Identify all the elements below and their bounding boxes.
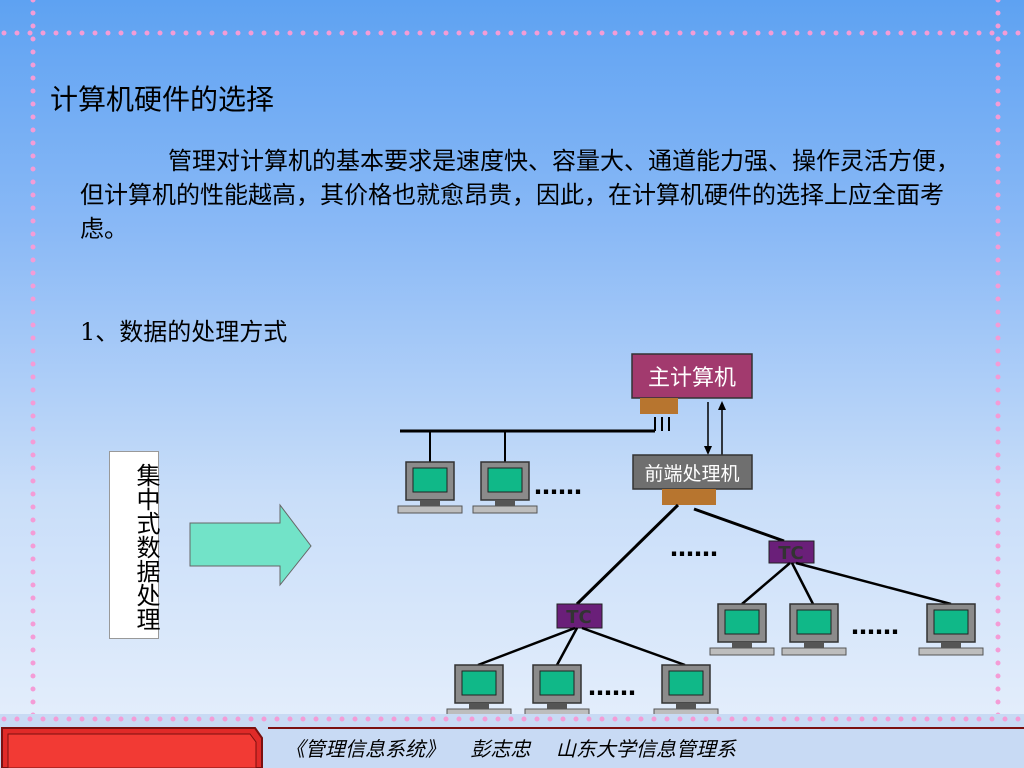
terminal-computer-icon — [446, 664, 512, 717]
footer-band — [0, 714, 1024, 768]
tc-label: TC — [566, 607, 592, 628]
frontend-label: 前端处理机 — [644, 463, 739, 485]
terminal-computer-icon — [781, 603, 847, 656]
ellipsis: …… — [534, 472, 582, 500]
terminal-computer-icon — [397, 461, 463, 514]
frontend-processor-node: 前端处理机 — [632, 454, 753, 505]
vertical-label-box: 集中式数据处理 — [109, 451, 160, 639]
tc-label: TC — [778, 543, 804, 564]
host-label: 主计算机 — [648, 366, 736, 391]
page-title: 计算机硬件的选择 — [50, 83, 275, 116]
right-arrow-icon — [189, 503, 312, 587]
tc-node-lower: TC — [556, 603, 603, 629]
host-computer-node: 主计算机 — [631, 353, 753, 414]
ellipsis: …… — [670, 534, 718, 562]
footer-text: 《管理信息系统》 彭志忠 山东大学信息管理系 — [285, 737, 736, 761]
ellipsis: …… — [851, 612, 899, 640]
terminal-computer-icon — [524, 664, 590, 717]
terminal-computer-icon — [472, 461, 538, 514]
terminal-computer-icon — [653, 664, 719, 717]
top-dotted-border — [1, 30, 1023, 36]
body-paragraph: 管理对计算机的基本要求是速度快、容量大、通道能力强、操作灵活方便，但计算机的性能… — [80, 147, 960, 243]
section-subtitle: 1、数据的处理方式 — [80, 318, 288, 346]
tc-node-upper: TC — [768, 540, 815, 564]
terminal-computer-icon — [918, 603, 984, 656]
terminal-computer-icon — [709, 603, 775, 656]
ellipsis: …… — [588, 673, 636, 701]
